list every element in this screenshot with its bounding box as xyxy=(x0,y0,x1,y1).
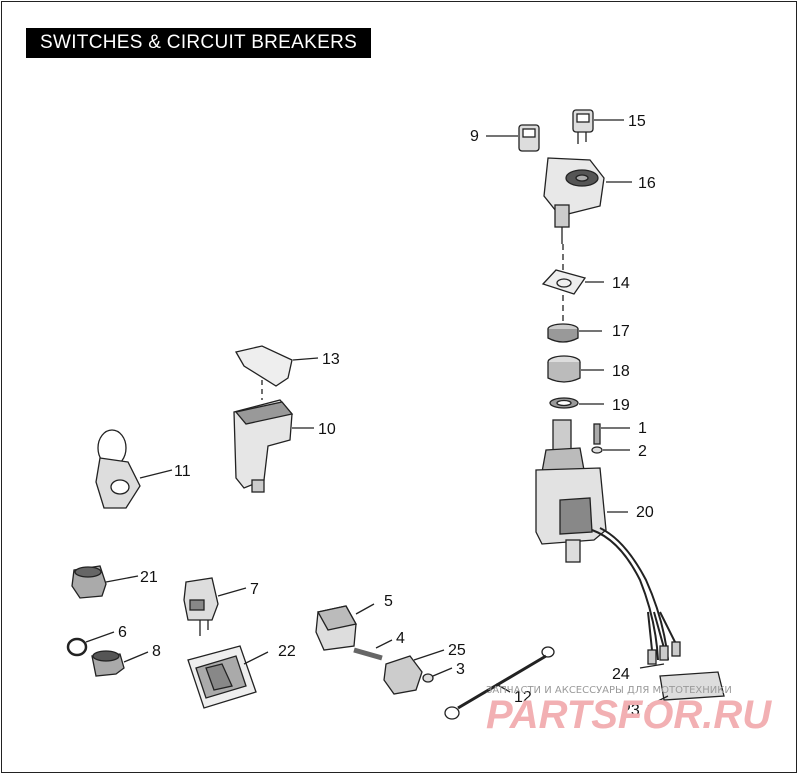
part-10-circuit-breaker xyxy=(233,399,314,493)
part-7-relay xyxy=(183,577,247,636)
watermark-logo: PARTSFOR.RU xyxy=(486,693,772,737)
callout-24: 24 xyxy=(612,666,630,683)
page-title: SWITCHES & CIRCUIT BREAKERS xyxy=(26,28,372,58)
part-22-tray xyxy=(187,645,269,709)
part-25-circuit-breaker xyxy=(383,649,445,695)
part-16-ignition-cap xyxy=(543,157,632,244)
part-6-o-ring xyxy=(66,631,115,657)
part-23-connector xyxy=(647,671,725,707)
callout-11: 11 xyxy=(174,463,191,480)
callout-17: 17 xyxy=(612,323,630,340)
part-24-wire-terminals xyxy=(639,611,681,669)
part-12-cable xyxy=(444,646,555,720)
callout-4: 4 xyxy=(396,630,405,647)
callout-14: 14 xyxy=(612,275,630,292)
callout-22: 22 xyxy=(278,643,296,660)
part-1-screw xyxy=(593,423,630,445)
callout-19: 19 xyxy=(612,397,630,414)
callout-3: 3 xyxy=(456,661,465,678)
callout-10: 10 xyxy=(318,421,336,438)
callout-16: 16 xyxy=(638,175,656,192)
callout-18: 18 xyxy=(612,363,630,380)
callout-12: 12 xyxy=(514,689,532,706)
callout-8: 8 xyxy=(152,643,161,660)
part-15-key xyxy=(572,109,624,144)
part-5-cover xyxy=(315,603,375,651)
part-20-switch-housing xyxy=(535,419,669,661)
callout-21: 21 xyxy=(140,569,158,586)
callout-6: 6 xyxy=(118,624,127,641)
callout-20: 20 xyxy=(636,504,654,521)
part-14-plate xyxy=(541,269,604,295)
watermark-caption: ЗАПЧАСТИ И АКСЕССУАРЫ ДЛЯ МОТОТЕХНИКИ xyxy=(486,685,732,696)
callout-9: 9 xyxy=(470,128,479,145)
callout-23: 23 xyxy=(622,702,640,719)
callout-1: 1 xyxy=(638,420,647,437)
part-21-switch xyxy=(71,565,139,599)
part-9-key xyxy=(486,124,540,152)
part-13-bracket xyxy=(235,345,319,387)
part-17-ring xyxy=(547,323,602,343)
callout-5: 5 xyxy=(384,593,393,610)
part-19-washer xyxy=(549,397,604,409)
callout-7: 7 xyxy=(250,581,259,598)
callout-2: 2 xyxy=(638,443,647,460)
callout-13: 13 xyxy=(322,351,340,368)
part-2-washer xyxy=(591,446,630,454)
part-8-pressure-switch xyxy=(91,650,149,677)
callout-15: 15 xyxy=(628,113,646,130)
part-3-nut xyxy=(422,667,453,683)
part-18-bushing xyxy=(547,355,604,383)
part-11-loop-tag xyxy=(95,429,173,509)
callout-25: 25 xyxy=(448,642,466,659)
part-4-stud xyxy=(353,639,393,661)
